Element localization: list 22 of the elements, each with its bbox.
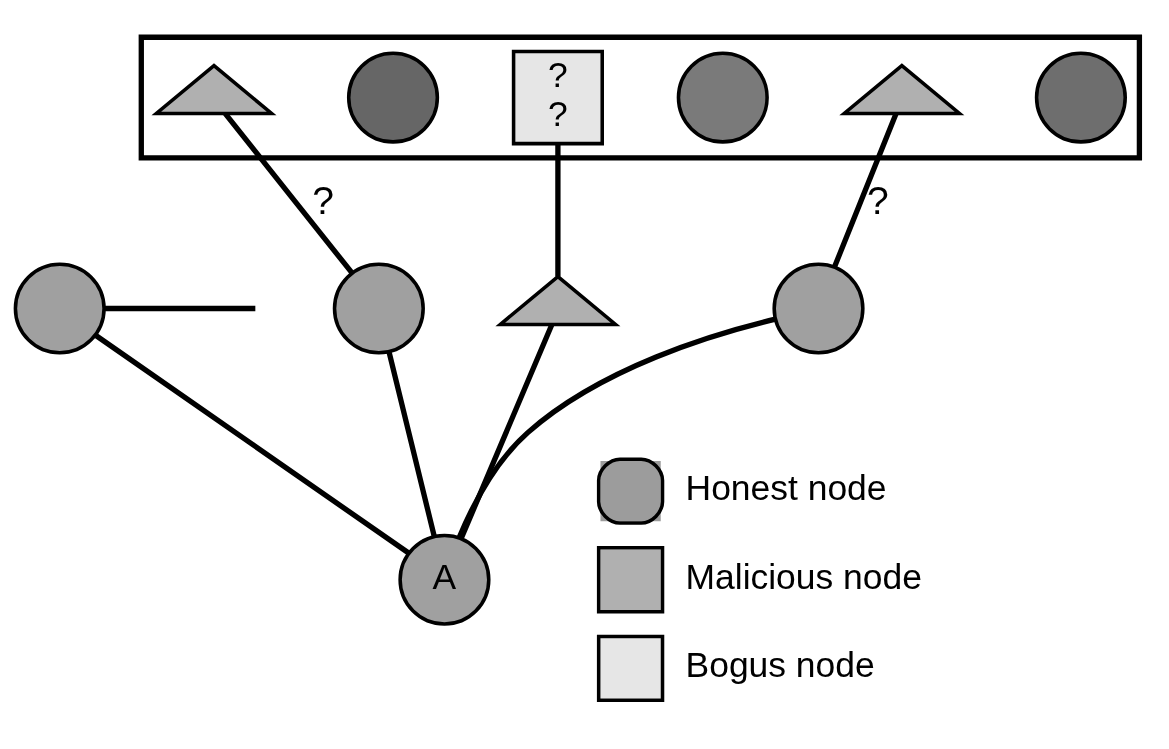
node-circle [13,261,106,355]
node-circle: A [398,533,491,626]
connector [386,350,437,537]
legend-label: Malicious node [685,556,922,597]
legend-label: Honest node [685,467,887,508]
connector [555,143,561,277]
node-box: ? ? [511,49,604,145]
edge-label: ? [312,178,334,222]
connector [104,305,256,311]
edge-label: ? [867,178,889,222]
connector [456,316,776,538]
connector [832,112,899,268]
connector [94,332,410,555]
node-circle [346,50,440,144]
node-triangle [839,62,965,115]
node-circle [676,50,769,144]
legend-label: Bogus node [685,644,875,685]
cluster [138,34,1143,160]
node-circle [332,261,425,355]
node-triangle [151,62,277,115]
node-circle [772,261,865,355]
node-circle [1034,50,1127,144]
